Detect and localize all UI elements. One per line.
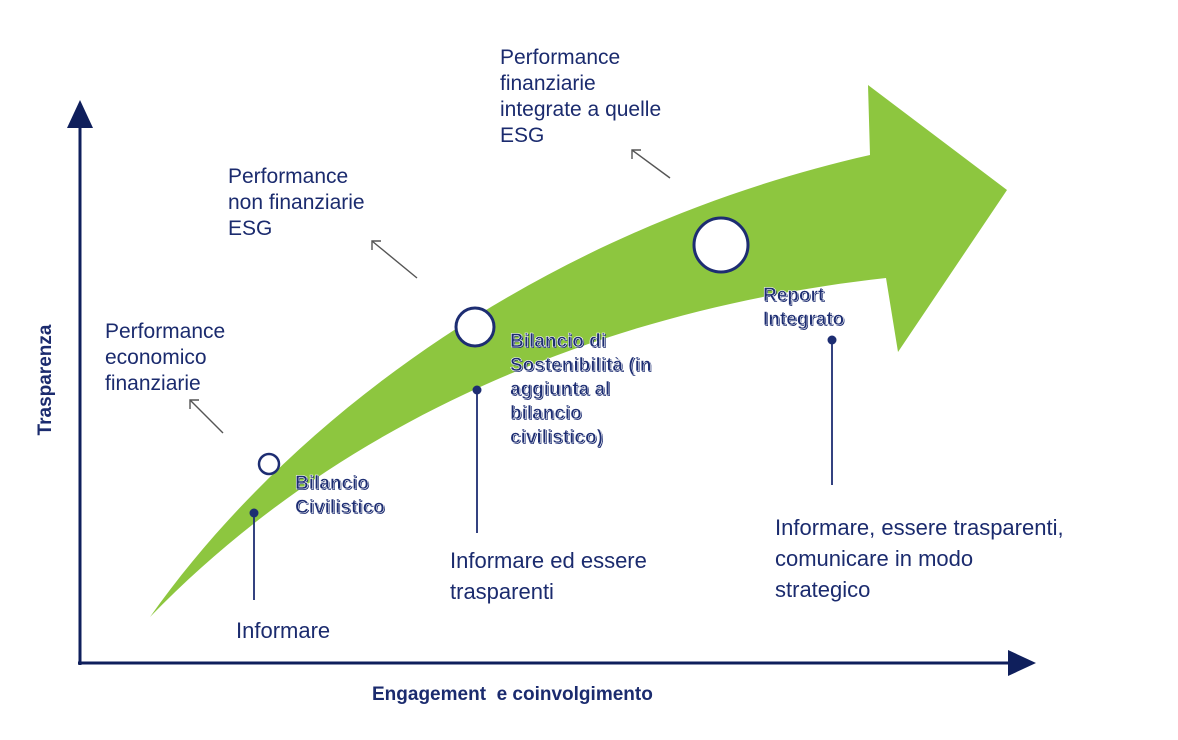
x-axis-label: Engagement e coinvolgimento bbox=[372, 684, 653, 705]
stage-action-trasparenti: Informare ed essere trasparenti bbox=[450, 548, 647, 604]
stage-action-informare: Informare bbox=[236, 618, 331, 643]
stage-name-civilistico: Bilancio Civilistico bbox=[295, 473, 385, 519]
y-axis-arrowhead bbox=[67, 100, 93, 128]
pointer-arrow-3 bbox=[631, 149, 671, 179]
performance-label-esg: Performance non finanziarie ESG bbox=[228, 165, 365, 240]
stage-action-strategico: Informare, essere trasparenti, comunicar… bbox=[775, 515, 1064, 602]
performance-label-integrated: Performance finanziarie integrate a quel… bbox=[500, 46, 662, 147]
stage-name-report-integrato: Report Integrato bbox=[763, 285, 845, 331]
performance-label-economic: Performance economico finanziarie bbox=[105, 320, 226, 395]
milestone-circle-small bbox=[257, 452, 281, 476]
pointer-arrow-1 bbox=[189, 399, 224, 434]
stage-2-dot bbox=[472, 385, 482, 395]
stage-3-dot bbox=[827, 335, 837, 345]
milestone-circle-large bbox=[692, 216, 750, 274]
pointer-arrows bbox=[189, 149, 671, 434]
stage-1-dot bbox=[249, 508, 259, 518]
growth-arrow bbox=[150, 85, 1007, 617]
pointer-arrow-3-head bbox=[631, 149, 641, 159]
pointer-arrow-1-head bbox=[189, 399, 199, 409]
milestone-circle-medium bbox=[454, 306, 496, 348]
pointer-arrow-2 bbox=[371, 240, 418, 279]
y-axis-label: Trasparenza bbox=[35, 324, 56, 436]
x-axis-arrowhead bbox=[1008, 650, 1036, 676]
stage-name-sostenibilita: Bilancio di Sostenibilità (in aggiunta a… bbox=[510, 331, 652, 449]
pointer-arrow-2-head bbox=[371, 240, 381, 250]
